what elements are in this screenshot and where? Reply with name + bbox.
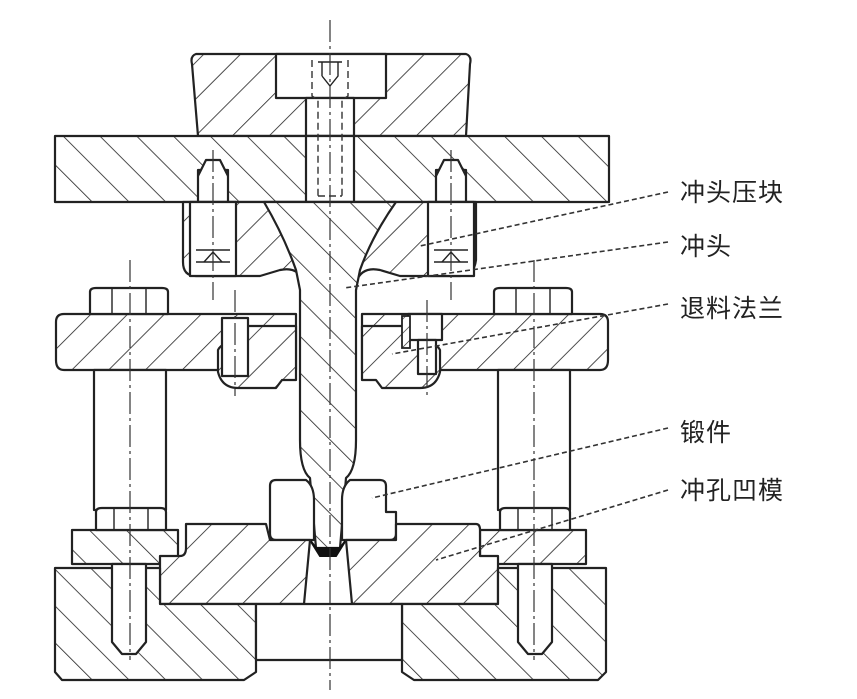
upper-shank-block	[190, 52, 472, 138]
base-bolts	[110, 562, 554, 656]
leader-piercing-die	[435, 489, 669, 561]
leader-stripper-flange	[391, 303, 669, 355]
label-punch: 冲头	[680, 232, 733, 261]
guide-bolt-heads-top	[88, 286, 574, 316]
base-plate	[53, 566, 608, 682]
upper-plate	[53, 134, 611, 204]
leader-lines	[343, 191, 669, 561]
label-stripper-flange: 退料法兰	[680, 294, 785, 323]
leader-punch-holder	[419, 191, 669, 247]
leader-forging	[371, 427, 669, 499]
leader-punch	[343, 241, 669, 289]
center-lines	[129, 20, 535, 690]
label-punch-holder: 冲头压块	[680, 178, 785, 207]
label-piercing-die: 冲孔凹模	[680, 476, 785, 505]
stripper-plate	[54, 312, 610, 390]
piercing-die	[158, 522, 500, 606]
forging	[268, 478, 398, 557]
label-forging: 锻件	[680, 418, 733, 447]
